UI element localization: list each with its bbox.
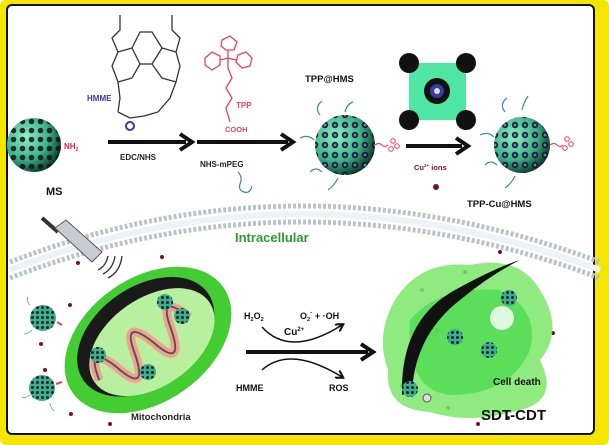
cu-catalyst-label: Cu2+ [284, 327, 305, 338]
hmme-structure [111, 15, 181, 119]
arrow-cu-loading [406, 136, 472, 156]
tpp-hms-label: TPP@HMS [305, 74, 354, 85]
nh2-label: NH2 [64, 142, 79, 153]
h2o2-label: H2O2 [244, 311, 264, 323]
cu-ion-icon [433, 184, 439, 190]
hmme-icon [125, 121, 135, 131]
tpp-structure [204, 35, 253, 123]
tpp-cu-hms-nanoparticle [479, 95, 574, 189]
cu-ions-label: Cu2+ ions [414, 163, 447, 172]
tpp-label: TPP [236, 101, 252, 110]
ultrasound-probe-icon [40, 216, 123, 279]
ros-label: ROS [329, 383, 349, 393]
dying-cell [382, 260, 553, 419]
ms-nanoparticle [7, 118, 61, 172]
nhs-mpeg-label: NHS-mPEG [200, 160, 244, 169]
free-nanoparticles [21, 296, 63, 412]
hmme-label: HMME [87, 94, 112, 103]
mitochondria [64, 266, 232, 414]
tpp-hms-nanoparticle [299, 100, 400, 191]
peg-chain-icon [237, 171, 253, 193]
reaction-arrow [246, 325, 377, 377]
mitochondria-label: Mitochondria [131, 412, 191, 423]
internalized-nanoparticles [90, 294, 190, 380]
ms-label: MS [46, 186, 63, 198]
arrow-edc-nhs [108, 132, 196, 152]
sdt-cdt-label: SDT-CDT [481, 407, 546, 424]
tpp-cu-hms-label: TPP-Cu@HMS [467, 199, 532, 210]
pore-inset [399, 53, 476, 130]
arrow-nhs-mpeg [197, 132, 297, 152]
cell-death-label: Cell death [493, 377, 541, 388]
superoxide-hydroxyl-label: O2· + ·OH [300, 310, 339, 323]
intracellular-label: Intracellular [235, 230, 309, 245]
edc-nhs-label: EDC/NHS [120, 153, 157, 162]
cooh-label: COOH [225, 125, 248, 134]
hmme-sensitizer-label: HMME [236, 383, 264, 393]
